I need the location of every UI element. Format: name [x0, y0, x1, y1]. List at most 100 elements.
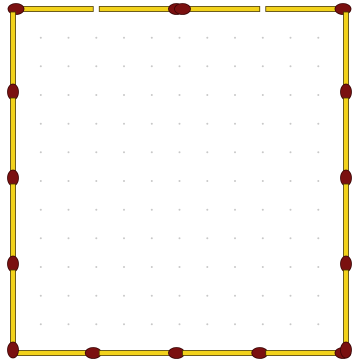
grid-dot: [234, 209, 236, 211]
grid-dot: [40, 123, 42, 125]
grid-dot: [317, 65, 319, 67]
grid-dot: [68, 209, 70, 211]
grid-dot: [206, 94, 208, 96]
grid-dot: [123, 237, 125, 239]
grid-dot: [95, 37, 97, 39]
grid-dot: [179, 37, 181, 39]
grid-dot: [40, 94, 42, 96]
match-left-4[interactable]: [8, 270, 19, 358]
grid-dot: [206, 151, 208, 153]
grid-dot: [68, 94, 70, 96]
match-stick: [99, 351, 176, 356]
grid-dot: [123, 123, 125, 125]
grid-dot: [262, 266, 264, 268]
grid-dot: [234, 151, 236, 153]
grid-dot: [206, 180, 208, 182]
grid-dot: [262, 65, 264, 67]
grid-dot: [40, 323, 42, 325]
grid-dot: [262, 94, 264, 96]
grid-dot: [151, 65, 153, 67]
grid-dots: [40, 37, 320, 326]
grid-dot: [290, 237, 292, 239]
match-left-2[interactable]: [8, 98, 19, 186]
grid-dot: [179, 180, 181, 182]
grid-dot: [151, 37, 153, 39]
grid-dot: [68, 123, 70, 125]
grid-dot: [234, 237, 236, 239]
grid-dot: [290, 295, 292, 297]
grid-dot: [95, 94, 97, 96]
grid-dot: [68, 323, 70, 325]
grid-dot: [151, 266, 153, 268]
grid-dot: [206, 323, 208, 325]
grid-dot: [234, 123, 236, 125]
match-head: [8, 342, 19, 358]
grid-dot: [40, 295, 42, 297]
match-stick: [99, 7, 176, 12]
match-left-1[interactable]: [8, 12, 19, 100]
grid-dot: [290, 266, 292, 268]
grid-dot: [206, 209, 208, 211]
match-stick: [11, 12, 16, 92]
grid-dot: [95, 151, 97, 153]
grid-dot: [95, 123, 97, 125]
grid-dot: [206, 65, 208, 67]
grid-dot: [95, 237, 97, 239]
grid-dot: [151, 123, 153, 125]
grid-dot: [123, 180, 125, 182]
match-bottom-2[interactable]: [99, 348, 184, 359]
grid-dot: [68, 237, 70, 239]
grid-dot: [151, 295, 153, 297]
match-bottom-3[interactable]: [183, 348, 268, 359]
grid-dot: [262, 180, 264, 182]
grid-dot: [234, 323, 236, 325]
match-stick: [16, 351, 93, 356]
match-stick: [344, 270, 349, 350]
grid-dot: [40, 65, 42, 67]
grid-dot: [40, 180, 42, 182]
match-right-1[interactable]: [341, 12, 352, 100]
grid-dot: [206, 266, 208, 268]
grid-dot: [179, 209, 181, 211]
match-top-1[interactable]: [8, 4, 93, 15]
grid-dot: [95, 65, 97, 67]
grid-dot: [317, 180, 319, 182]
match-head: [341, 342, 352, 358]
match-bottom-4[interactable]: [266, 348, 351, 359]
match-top-3[interactable]: [175, 4, 260, 15]
match-top-2[interactable]: [99, 4, 184, 15]
grid-dot: [262, 237, 264, 239]
match-stick: [183, 351, 260, 356]
grid-dot: [123, 94, 125, 96]
match-stick: [16, 7, 93, 12]
grid-dot: [317, 37, 319, 39]
grid-dot: [317, 266, 319, 268]
grid-dot: [262, 37, 264, 39]
grid-dot: [123, 323, 125, 325]
grid-dot: [290, 94, 292, 96]
match-stick: [344, 12, 349, 92]
match-stick: [183, 7, 260, 12]
match-left-3[interactable]: [8, 184, 19, 272]
grid-dot: [317, 209, 319, 211]
grid-dot: [317, 323, 319, 325]
grid-dot: [179, 237, 181, 239]
grid-dot: [123, 266, 125, 268]
grid-dot: [151, 209, 153, 211]
grid-dot: [68, 151, 70, 153]
grid-dot: [179, 323, 181, 325]
match-bottom-1[interactable]: [16, 348, 101, 359]
grid-dot: [262, 323, 264, 325]
grid-dot: [123, 151, 125, 153]
match-right-3[interactable]: [341, 184, 352, 272]
match-right-2[interactable]: [341, 98, 352, 186]
grid-dot: [262, 295, 264, 297]
match-right-4[interactable]: [341, 270, 352, 358]
grid-dot: [95, 295, 97, 297]
grid-dot: [179, 295, 181, 297]
grid-dot: [290, 37, 292, 39]
grid-dot: [317, 151, 319, 153]
grid-dot: [40, 266, 42, 268]
match-top-4[interactable]: [266, 4, 351, 15]
grid-dot: [290, 123, 292, 125]
